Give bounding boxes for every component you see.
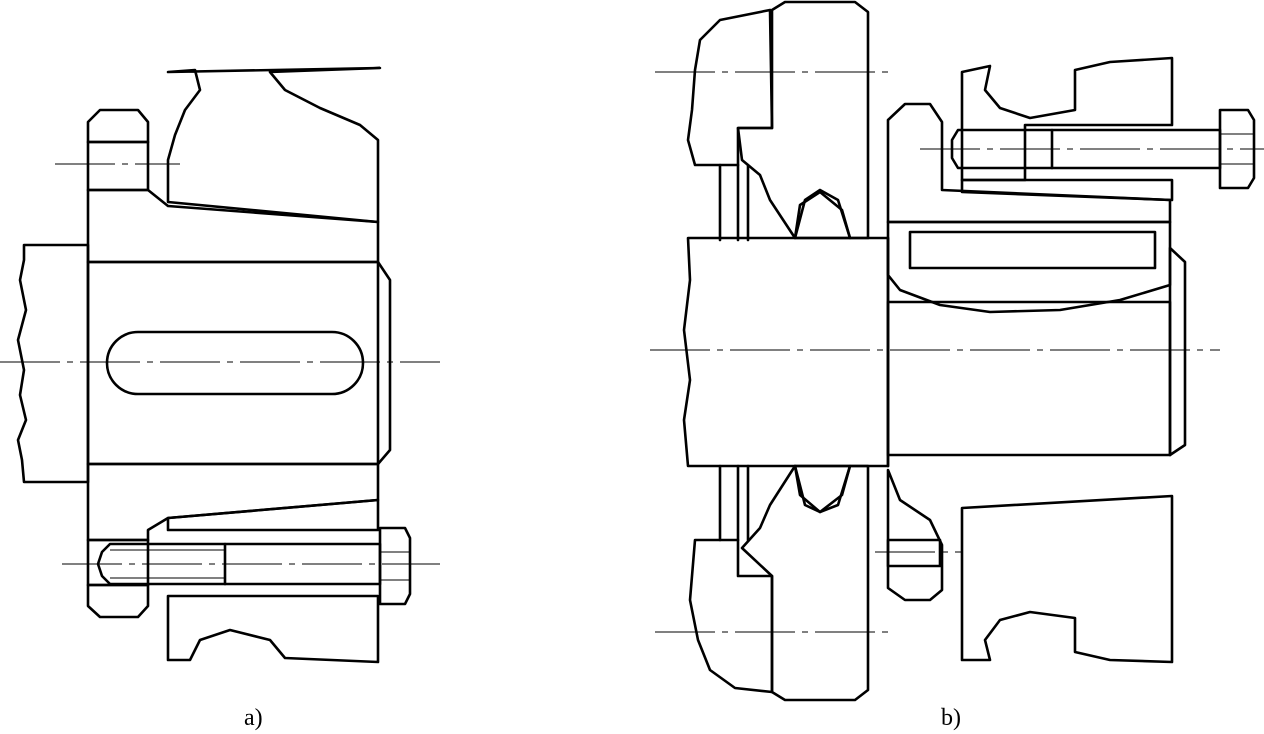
shaft-b xyxy=(682,236,890,468)
hub-bore-b xyxy=(886,300,1172,457)
hub-bore-a xyxy=(86,260,392,466)
stud-lower-b xyxy=(886,538,942,568)
bolt-head-a xyxy=(378,526,412,606)
flange-upper-b xyxy=(886,102,1172,224)
casing-inner-lower-b xyxy=(718,464,750,542)
shaft-a xyxy=(16,243,90,484)
cover-plate-lower-b xyxy=(740,464,870,702)
flange-lower-b xyxy=(886,468,944,602)
housing-lower-b xyxy=(960,494,1174,664)
key-b xyxy=(908,230,1157,270)
flange-ring-upper-a xyxy=(86,108,150,144)
hub-upper-a xyxy=(86,188,380,264)
housing-upper-taper-b xyxy=(960,178,1174,202)
view-b-assembly xyxy=(650,0,1264,702)
view-a-assembly xyxy=(0,66,440,664)
hub-lower-a xyxy=(86,462,380,542)
seal-upper-b xyxy=(793,188,852,240)
flange-ring-upper-body-a xyxy=(86,140,150,192)
caption-b: b) xyxy=(941,705,961,731)
housing-upper-b xyxy=(960,56,1174,182)
caption-a: a) xyxy=(244,705,263,731)
bolt-head-b xyxy=(1218,108,1256,190)
housing-upper-a xyxy=(166,66,382,224)
seal-lower-b xyxy=(793,464,852,514)
hub-end-b xyxy=(1168,246,1187,457)
hub-upper-b xyxy=(886,220,1172,314)
housing-lower-a xyxy=(166,594,380,664)
casing-lower-b xyxy=(688,538,774,694)
cover-plate-upper-b xyxy=(736,0,870,240)
casing-inner-upper-b xyxy=(718,163,750,242)
flange-ring-lower-a xyxy=(86,583,150,619)
casing-upper-b xyxy=(686,8,774,167)
keyway-slot-a xyxy=(105,330,365,396)
